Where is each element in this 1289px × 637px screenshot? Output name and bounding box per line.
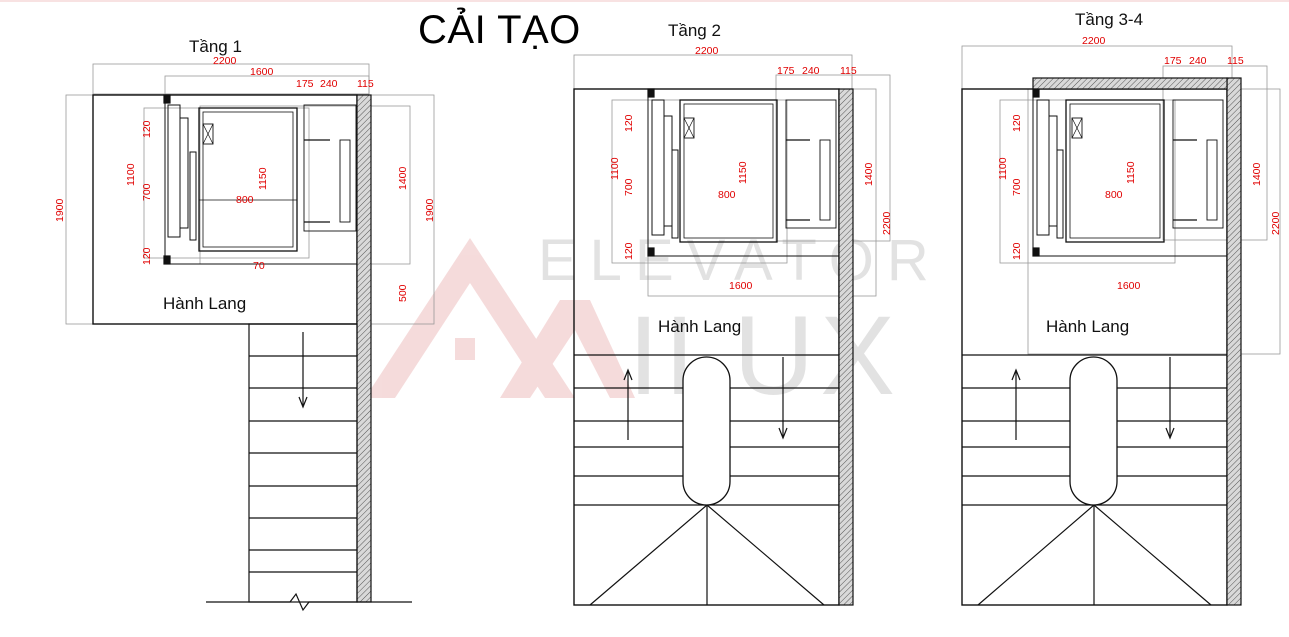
dim-f1-sill: 70 <box>253 260 265 272</box>
dim-f1-rail-c: 115 <box>357 78 374 90</box>
dim-f2-cab-width: 800 <box>718 189 736 201</box>
dim-f1-depth-left: 1900 <box>54 198 66 222</box>
plan-floor-3-4 <box>961 45 1281 606</box>
watermark-logo <box>365 238 635 398</box>
plan-floor-2 <box>573 54 891 606</box>
dim-f3-rail-c: 115 <box>1227 55 1244 67</box>
dim-f3-cab-width: 800 <box>1105 189 1123 201</box>
dim-f1-depth-right: 1900 <box>424 198 436 222</box>
dim-f1-door-span: 1100 <box>125 163 137 186</box>
dim-f3-width-total: 2200 <box>1082 35 1106 47</box>
dim-f2-rail-a: 175 <box>777 65 795 77</box>
dim-f2-door-top: 120 <box>623 114 635 132</box>
floor-1-corridor-label: Hành Lang <box>163 294 247 313</box>
floor-3-4-corridor-label: Hành Lang <box>1046 317 1130 336</box>
dim-f1-cab-depth: 1150 <box>257 167 269 190</box>
dim-f2-width-total: 2200 <box>695 45 719 57</box>
dim-f1-pit-gap: 500 <box>397 284 409 302</box>
dim-f3-door-span: 1100 <box>997 157 1009 180</box>
dim-f3-rail-b: 240 <box>1189 55 1207 67</box>
dim-f2-depth-inner: 1400 <box>863 162 875 186</box>
dim-f2-depth-total: 2200 <box>881 211 893 235</box>
floor-1-label: Tầng 1 <box>189 37 242 56</box>
dim-f2-cab-depth: 1150 <box>737 161 749 184</box>
dim-f1-shaft-inner: 1600 <box>250 66 274 78</box>
dim-f1-rail-a: 175 <box>296 78 314 90</box>
dim-f2-rail-c: 115 <box>840 65 857 77</box>
page-title: CẢI TẠO <box>418 8 581 52</box>
dim-f2-door-open: 700 <box>623 178 635 196</box>
dim-f2-rail-b: 240 <box>802 65 820 77</box>
plan-floor-1 <box>65 63 435 612</box>
dim-f2-door-bottom: 120 <box>623 242 635 260</box>
floor-3-4-label: Tầng 3-4 <box>1075 10 1144 29</box>
dim-f1-door-bottom: 120 <box>141 247 153 265</box>
dim-f1-door-open: 700 <box>141 183 153 201</box>
dim-f1-rail-b: 240 <box>320 78 338 90</box>
dim-f2-door-span: 1100 <box>609 157 621 180</box>
dim-f1-depth-inner: 1400 <box>397 166 409 190</box>
dim-f3-cab-depth: 1150 <box>1125 161 1137 184</box>
dim-f3-door-top: 120 <box>1011 114 1023 132</box>
dim-f1-door-top: 120 <box>141 120 153 138</box>
dim-f3-depth-inner: 1400 <box>1251 162 1263 186</box>
dim-f3-door-open: 700 <box>1011 178 1023 196</box>
dim-f3-shaft-inner: 1600 <box>1117 280 1141 292</box>
dim-f1-width-total: 2200 <box>213 55 237 67</box>
dim-f1-cab-width: 800 <box>236 194 254 206</box>
dim-f3-rail-a: 175 <box>1164 55 1182 67</box>
floor-2-label: Tầng 2 <box>668 21 721 40</box>
dim-f2-shaft-inner: 1600 <box>729 280 753 292</box>
dim-f3-door-bottom: 120 <box>1011 242 1023 260</box>
dim-f3-depth-total: 2200 <box>1270 211 1282 235</box>
floor-2-corridor-label: Hành Lang <box>658 317 742 336</box>
